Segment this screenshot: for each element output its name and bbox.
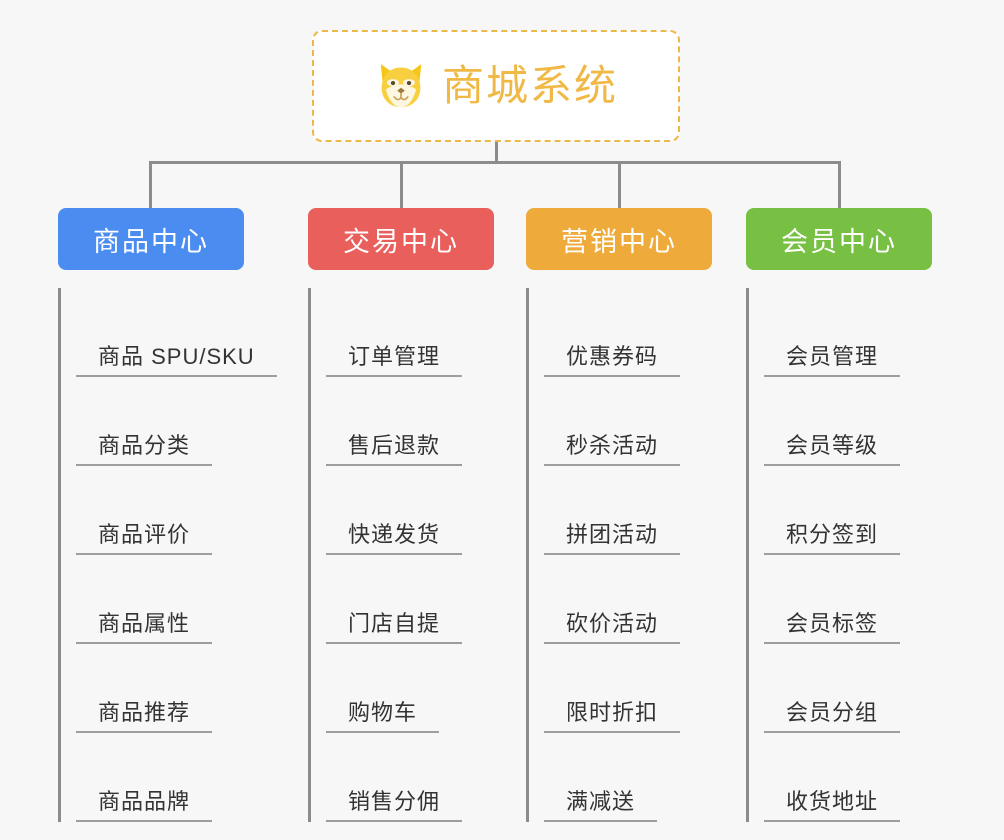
leaf-list-product-center: 商品 SPU/SKU 商品分类 商品评价 商品属性 商品推荐 商品品牌 [58, 288, 277, 822]
list-item[interactable]: 会员管理 [764, 288, 932, 377]
leaf-list-member-center: 会员管理 会员等级 积分签到 会员标签 会员分组 收货地址 [746, 288, 932, 822]
branch-column-product-center: 商品中心 商品 SPU/SKU 商品分类 商品评价 商品属性 商品推荐 商品品牌 [58, 208, 277, 822]
list-item[interactable]: 快递发货 [326, 466, 494, 555]
list-item[interactable]: 商品分类 [76, 377, 244, 466]
branch-column-trade-center: 交易中心 订单管理 售后退款 快递发货 门店自提 购物车 销售分佣 [308, 208, 494, 822]
leaf-label: 满减送 [544, 789, 658, 822]
list-item[interactable]: 商品属性 [76, 555, 244, 644]
leaf-label: 门店自提 [326, 611, 463, 644]
list-item[interactable]: 商品 SPU/SKU [76, 288, 277, 377]
list-item[interactable]: 商品品牌 [76, 733, 244, 822]
branch-header-trade-center[interactable]: 交易中心 [308, 208, 494, 270]
list-item[interactable]: 门店自提 [326, 555, 494, 644]
branch-header-product-center[interactable]: 商品中心 [58, 208, 244, 270]
connector-drop-3 [838, 161, 841, 208]
branch-header-member-center[interactable]: 会员中心 [746, 208, 932, 270]
list-item[interactable]: 会员等级 [764, 377, 932, 466]
leaf-label: 收货地址 [764, 789, 901, 822]
list-item[interactable]: 商品评价 [76, 466, 244, 555]
list-item[interactable]: 售后退款 [326, 377, 494, 466]
leaf-list-marketing-center: 优惠券码 秒杀活动 拼团活动 砍价活动 限时折扣 满减送 [526, 288, 712, 822]
list-item[interactable]: 满减送 [544, 733, 712, 822]
leaf-label: 商品分类 [76, 433, 213, 466]
leaf-label: 秒杀活动 [544, 433, 681, 466]
leaf-label: 商品评价 [76, 522, 213, 555]
leaf-list-trade-center: 订单管理 售后退款 快递发货 门店自提 购物车 销售分佣 [308, 288, 494, 822]
list-item[interactable]: 限时折扣 [544, 644, 712, 733]
leaf-label: 积分签到 [764, 522, 901, 555]
leaf-label: 售后退款 [326, 433, 463, 466]
leaf-label: 会员分组 [764, 700, 901, 733]
leaf-label: 砍价活动 [544, 611, 681, 644]
connector-drop-1 [400, 161, 403, 208]
list-item[interactable]: 积分签到 [764, 466, 932, 555]
leaf-label: 商品 SPU/SKU [76, 344, 277, 377]
connector-drop-2 [618, 161, 621, 208]
root-node-card[interactable]: 商城系统 [312, 30, 680, 142]
leaf-label: 会员管理 [764, 344, 901, 377]
leaf-label: 会员等级 [764, 433, 901, 466]
root-node-title: 商城系统 [441, 62, 618, 109]
list-item[interactable]: 购物车 [326, 644, 494, 733]
list-item[interactable]: 会员标签 [764, 555, 932, 644]
leaf-label: 商品品牌 [76, 789, 213, 822]
list-item[interactable]: 砍价活动 [544, 555, 712, 644]
leaf-label: 拼团活动 [544, 522, 681, 555]
leaf-label: 商品属性 [76, 611, 213, 644]
shiba-dog-face-icon [380, 64, 422, 108]
leaf-label: 快递发货 [326, 522, 463, 555]
list-item[interactable]: 拼团活动 [544, 466, 712, 555]
connector-drop-0 [149, 161, 152, 208]
list-item[interactable]: 收货地址 [764, 733, 932, 822]
leaf-label: 订单管理 [326, 344, 463, 377]
branch-column-marketing-center: 营销中心 优惠券码 秒杀活动 拼团活动 砍价活动 限时折扣 满减送 [526, 208, 712, 822]
leaf-label: 优惠券码 [544, 344, 681, 377]
list-item[interactable]: 秒杀活动 [544, 377, 712, 466]
list-item[interactable]: 优惠券码 [544, 288, 712, 377]
connector-root-stem [495, 142, 498, 164]
leaf-label: 销售分佣 [326, 789, 463, 822]
list-item[interactable]: 销售分佣 [326, 733, 494, 822]
leaf-label: 商品推荐 [76, 700, 213, 733]
leaf-label: 限时折扣 [544, 700, 681, 733]
branch-column-member-center: 会员中心 会员管理 会员等级 积分签到 会员标签 会员分组 收货地址 [746, 208, 932, 822]
list-item[interactable]: 会员分组 [764, 644, 932, 733]
list-item[interactable]: 商品推荐 [76, 644, 244, 733]
connector-horizontal-bus [149, 161, 841, 164]
branch-header-marketing-center[interactable]: 营销中心 [526, 208, 712, 270]
list-item[interactable]: 订单管理 [326, 288, 494, 377]
leaf-label: 会员标签 [764, 611, 901, 644]
leaf-label: 购物车 [326, 700, 440, 733]
